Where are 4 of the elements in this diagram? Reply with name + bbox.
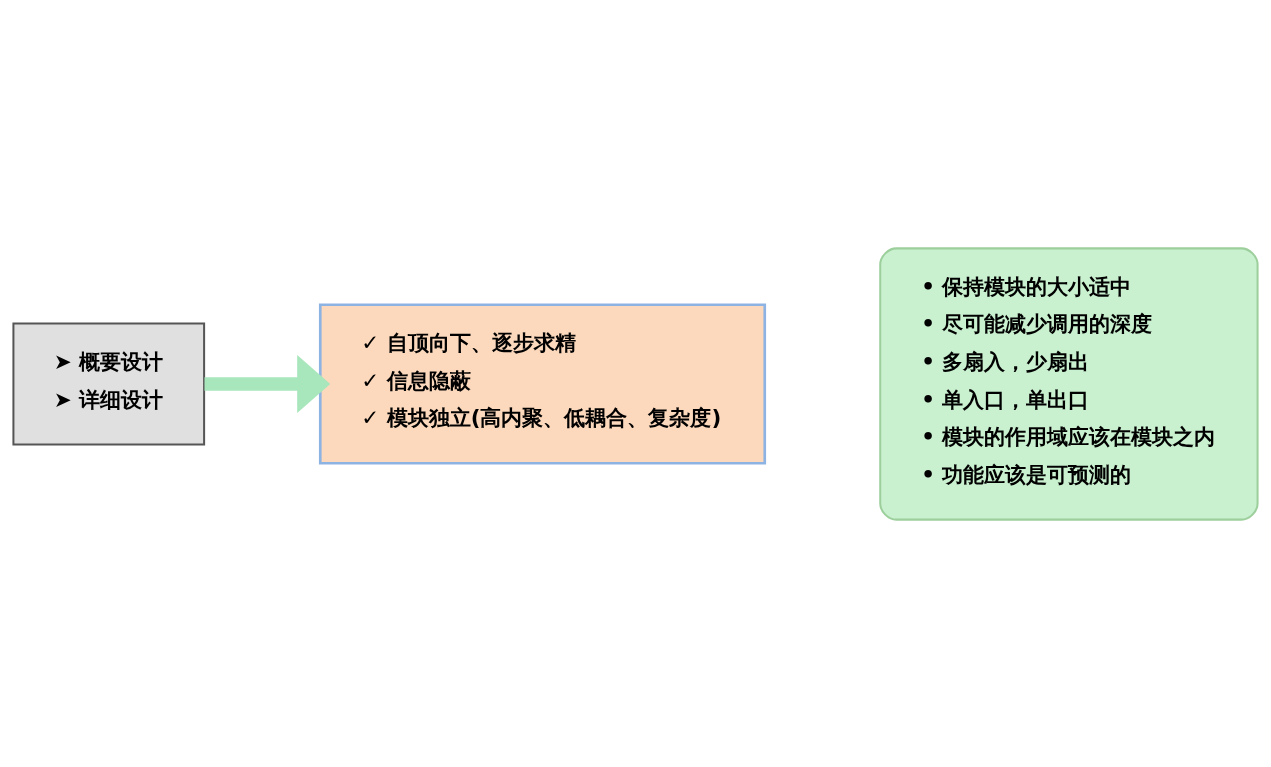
arrow bbox=[204, 354, 331, 413]
node-box: ➤ 概要设计 ➤ 详细设计 bbox=[12, 322, 206, 445]
node-box: • 保持模块的大小适中 • 尽可能减少调用的深度 • 多扇入，少扇出 • 单入口，单出口 • 模块的作用域应该在模块之内 • 功能应该是可预测的 bbox=[879, 246, 1259, 521]
node-box: ✓ 自顶向下、逐步求精 ✓ 信息隐蔽 ✓ 模块独立(高内聚、低耦合、复杂度) bbox=[318, 302, 767, 465]
